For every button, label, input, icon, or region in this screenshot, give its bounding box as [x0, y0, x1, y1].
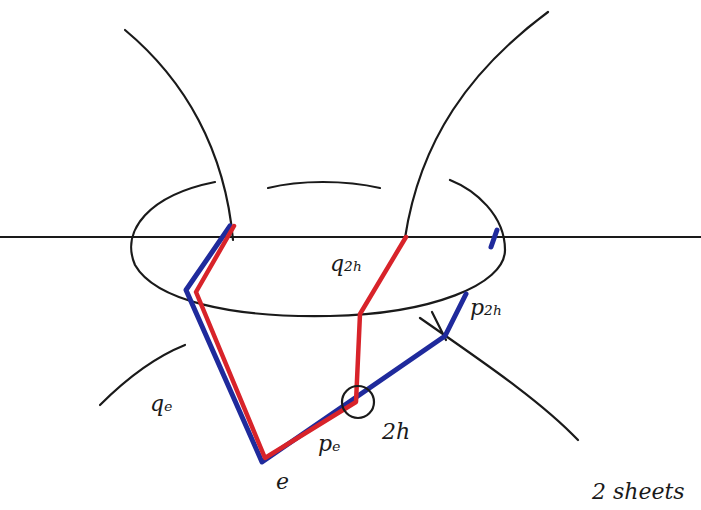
- junction-circle: [342, 386, 374, 418]
- tube-line: [125, 30, 233, 240]
- math-label: 2 sheets: [592, 480, 685, 504]
- red-path: [196, 226, 406, 458]
- axis-line: [0, 236, 701, 238]
- blue-path: [186, 226, 466, 462]
- blue-path: [491, 230, 497, 247]
- math-label: e: [276, 470, 289, 494]
- tube-line: [405, 12, 548, 238]
- math-label: qₑ: [150, 392, 173, 416]
- math-label: 2h: [382, 420, 410, 444]
- math-label: q₂ₕ: [330, 252, 362, 276]
- math-label: pₑ: [318, 432, 341, 456]
- cross-section-arc: [268, 182, 380, 188]
- math-label: p₂ₕ: [470, 296, 502, 320]
